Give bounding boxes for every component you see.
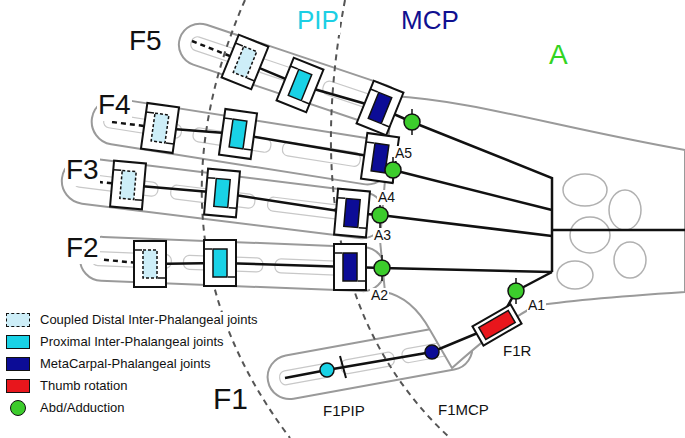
abduction-joint	[372, 202, 388, 228]
joint-label: A5	[394, 146, 413, 161]
thumb-rotation-joint	[472, 304, 521, 345]
joint-label: A4	[377, 190, 396, 205]
dip-joint	[110, 161, 146, 210]
pip-joint	[277, 58, 324, 113]
thumb-tick	[340, 356, 346, 378]
mcp-joint	[357, 81, 404, 136]
dip-joint	[134, 241, 166, 287]
dip-joint	[222, 35, 269, 90]
thumb-mcp-joint	[425, 345, 439, 359]
region-label: PIP	[296, 6, 340, 35]
region-label: A	[548, 40, 569, 71]
pip-joint	[204, 240, 236, 286]
abduction-joint	[374, 255, 390, 281]
thumb-pip-joint	[320, 363, 334, 377]
wrist-bones	[557, 174, 646, 289]
finger-outline	[79, 236, 386, 292]
palm-outline	[380, 96, 685, 368]
pip-joint	[219, 109, 257, 159]
region-label: MCP	[400, 6, 460, 35]
legend-text: Coupled Distal Inter-Phalangeal joints	[38, 312, 260, 328]
legend-swatch	[6, 379, 30, 393]
phalanx-bone	[282, 141, 362, 167]
legend-text: MetaCarpal-Phalangeal joints	[38, 356, 213, 372]
joint-label: F1R	[502, 343, 532, 360]
legend-swatch	[6, 335, 30, 349]
pip-region-arc	[202, 0, 290, 438]
joint-label: A1	[527, 298, 546, 313]
abduction-joint	[508, 278, 524, 304]
legend-text: Abd/Adduction	[38, 400, 127, 416]
joint-label: F1MCP	[437, 402, 490, 419]
joint-label: A2	[370, 288, 389, 303]
legend-text: Thumb rotation	[38, 378, 129, 394]
joint-label: F1PIP	[322, 403, 366, 420]
legend-swatch	[6, 357, 30, 371]
kinematic-links	[380, 122, 685, 291]
finger-label: F5	[128, 26, 163, 57]
mcp-region-arc	[331, 0, 450, 438]
legend-swatch	[6, 313, 30, 327]
finger-label: F4	[97, 90, 132, 121]
finger-outline	[59, 155, 388, 241]
finger-label: F1	[212, 382, 249, 415]
finger-label: F2	[65, 233, 100, 264]
pip-joint	[204, 169, 240, 218]
dip-joint	[141, 103, 179, 153]
finger-link	[160, 128, 393, 170]
legend-swatch	[10, 400, 26, 416]
mcp-joint	[334, 244, 366, 290]
finger-label: F3	[65, 155, 100, 186]
joint-label: A3	[373, 228, 392, 243]
abduction-joint	[404, 109, 420, 135]
legend-text: Proximal Inter-Phalangeal joints	[38, 334, 226, 350]
mcp-joint	[334, 189, 370, 238]
